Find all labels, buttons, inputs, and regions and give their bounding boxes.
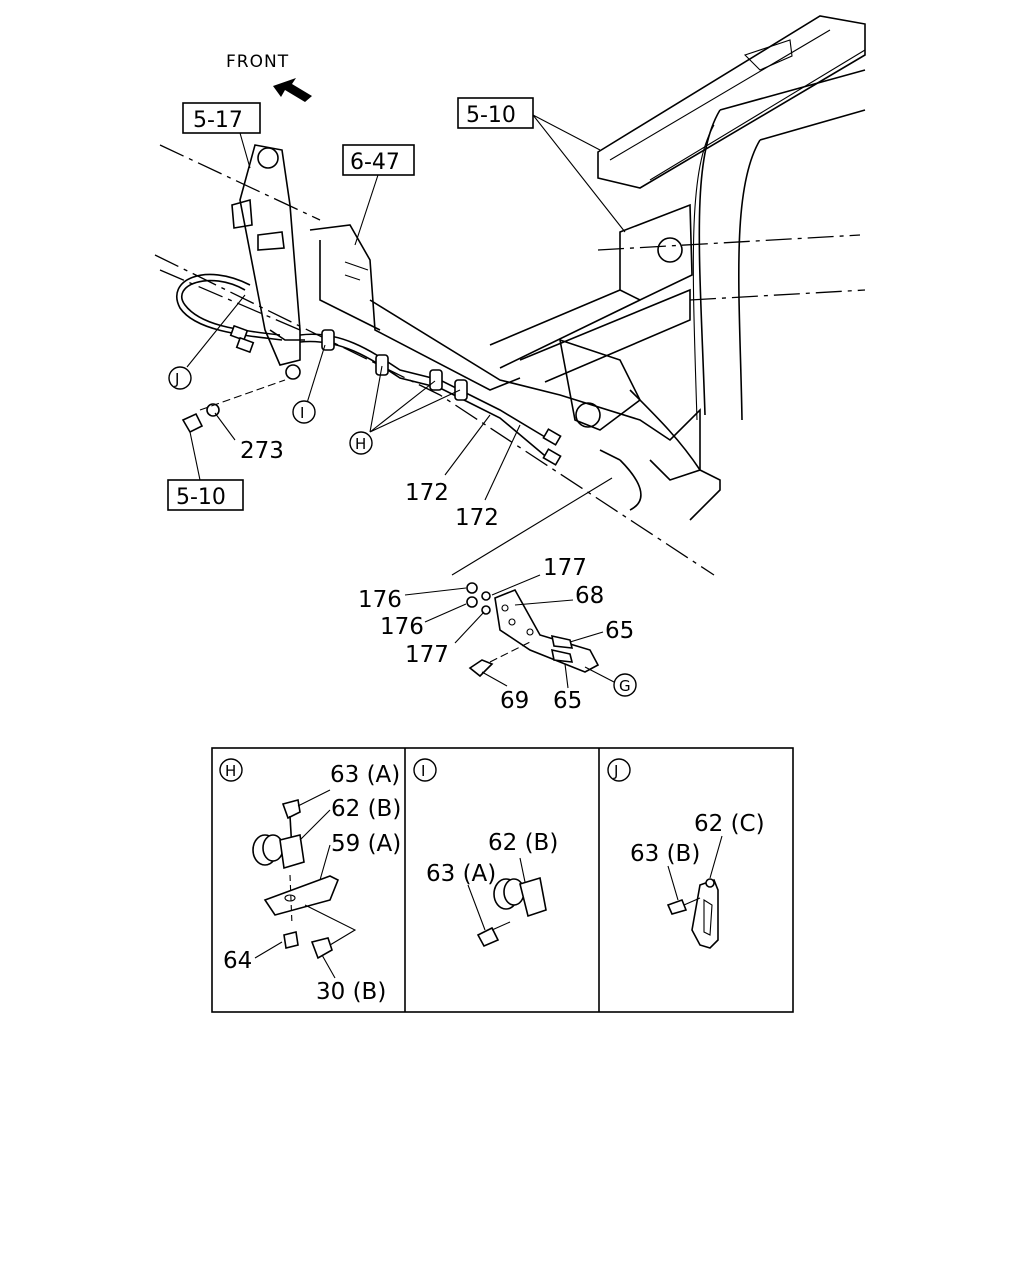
panel-h-label-59a: 59 (A) — [331, 831, 401, 857]
panel-h-marker: H — [225, 762, 236, 780]
marker-g-label: G — [619, 677, 631, 695]
marker-h-circle — [349, 431, 373, 455]
marker-j-circle — [168, 366, 192, 390]
callout-177a: 177 — [543, 555, 587, 581]
front-arrow-icon — [273, 78, 312, 102]
ref-5-17-label: 5-17 — [193, 108, 243, 133]
callout-177b: 177 — [405, 642, 449, 668]
ref-5-10-top-label: 5-10 — [466, 103, 516, 128]
detail-panel-i: I 62 (B) 63 (A) — [413, 758, 558, 948]
panel-i-marker: I — [421, 762, 425, 780]
ref-box-5-10-top — [457, 97, 534, 129]
detail-panel-h: H 63 (A) 62 (B) 59 (A) 64 30 (B) — [219, 758, 401, 1005]
bracket-assembly — [451, 477, 613, 678]
ref-box-5-10-bottom — [167, 479, 244, 511]
leader-lines — [186, 114, 626, 689]
front-label: FRONT — [226, 52, 289, 72]
ref-5-10-bottom-label: 5-10 — [176, 485, 226, 510]
marker-g-circle — [613, 673, 637, 697]
ref-box-5-17 — [182, 102, 261, 134]
column-assembly — [231, 144, 305, 380]
detail-panels-frame — [211, 747, 794, 1013]
panel-h-label-64: 64 — [223, 948, 252, 974]
callout-172a: 172 — [405, 480, 449, 506]
marker-j-label: J — [174, 370, 179, 388]
callout-176b: 176 — [380, 614, 424, 640]
marker-h-label: H — [355, 435, 366, 453]
ref-6-47-label: 6-47 — [350, 150, 400, 175]
brake-pipes — [176, 273, 562, 466]
panel-i-label-63a: 63 (A) — [426, 861, 496, 887]
callout-176a: 176 — [358, 587, 402, 613]
callout-172b: 172 — [455, 505, 499, 531]
callout-65b: 65 — [553, 688, 582, 714]
panel-i-label-62b: 62 (B) — [488, 830, 558, 856]
callout-68: 68 — [575, 583, 604, 609]
panel-h-label-63a: 63 (A) — [330, 762, 400, 788]
panel-j-label-63b: 63 (B) — [630, 841, 700, 867]
detail-panel-j: J 62 (C) 63 (B) — [607, 758, 765, 949]
marker-i-circle — [292, 400, 316, 424]
panel-j-marker: J — [613, 762, 618, 780]
marker-i-label: I — [300, 404, 304, 422]
callout-69: 69 — [500, 688, 529, 714]
panel-j-label-62c: 62 (C) — [694, 811, 765, 837]
chassis-frame — [154, 15, 866, 576]
panel-h-label-30b: 30 (B) — [316, 979, 386, 1005]
callout-273: 273 — [240, 438, 284, 464]
ref-box-6-47 — [342, 144, 415, 176]
callout-65a: 65 — [605, 618, 634, 644]
panel-h-label-62b: 62 (B) — [331, 796, 401, 822]
